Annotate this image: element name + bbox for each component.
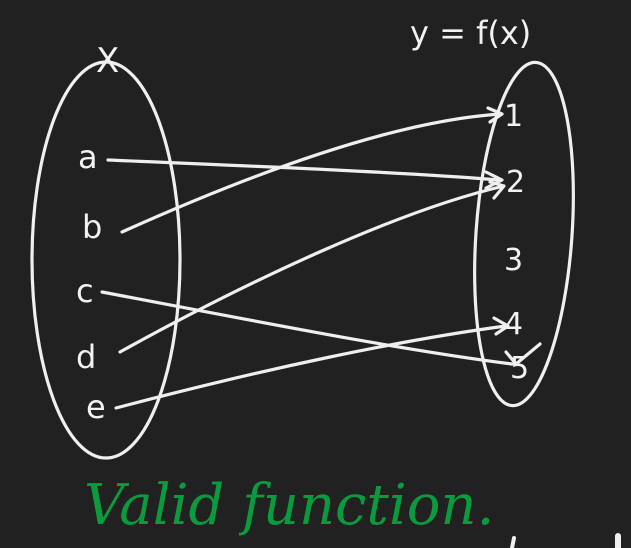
arrow-b-to-1 [120, 106, 504, 234]
codomain-element-4: 4 [504, 307, 523, 342]
arrow-c-to-5 [100, 290, 542, 366]
domain-ellipse [30, 60, 182, 460]
arrow-a-to-2 [106, 158, 504, 190]
codomain-element-3: 3 [504, 243, 523, 278]
codomain-set-label: y = f(x) [410, 14, 531, 52]
arrow-d-to-2 [118, 180, 506, 354]
codomain-element-1: 1 [504, 99, 523, 134]
domain-element-e: e [86, 388, 106, 426]
domain-element-d: d [76, 338, 96, 376]
caption-valid-function: Valid function. [84, 473, 494, 538]
partial-stroke [510, 536, 516, 548]
domain-element-a: a [78, 138, 98, 176]
domain-element-c: c [76, 272, 94, 310]
codomain-element-2: 2 [506, 165, 525, 200]
codomain-ellipse [473, 60, 575, 408]
codomain-element-5: 5 [510, 351, 529, 386]
domain-element-b: b [82, 208, 102, 246]
arrow-e-to-4 [114, 316, 510, 410]
